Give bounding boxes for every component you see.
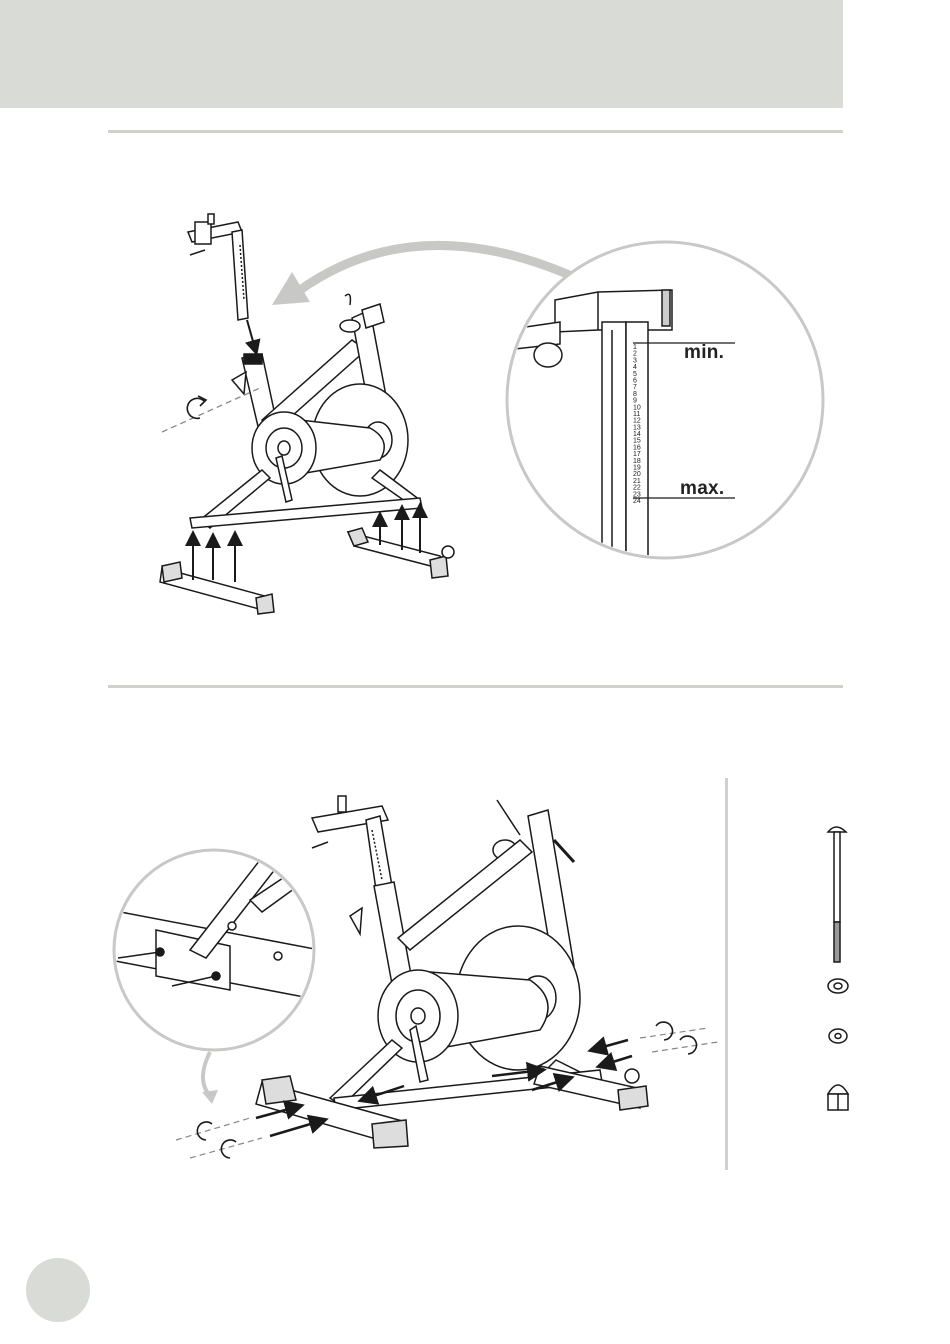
cap-nut-icon — [828, 1085, 848, 1110]
spring-washer-icon — [828, 979, 848, 993]
parts-divider — [725, 778, 728, 1170]
carriage-bolt-icon — [828, 827, 846, 962]
assembled-bike — [256, 796, 648, 1148]
flat-washer-icon — [829, 1029, 847, 1043]
page-number-badge — [26, 1258, 90, 1322]
frame-joint-detail-circle — [110, 850, 320, 1050]
